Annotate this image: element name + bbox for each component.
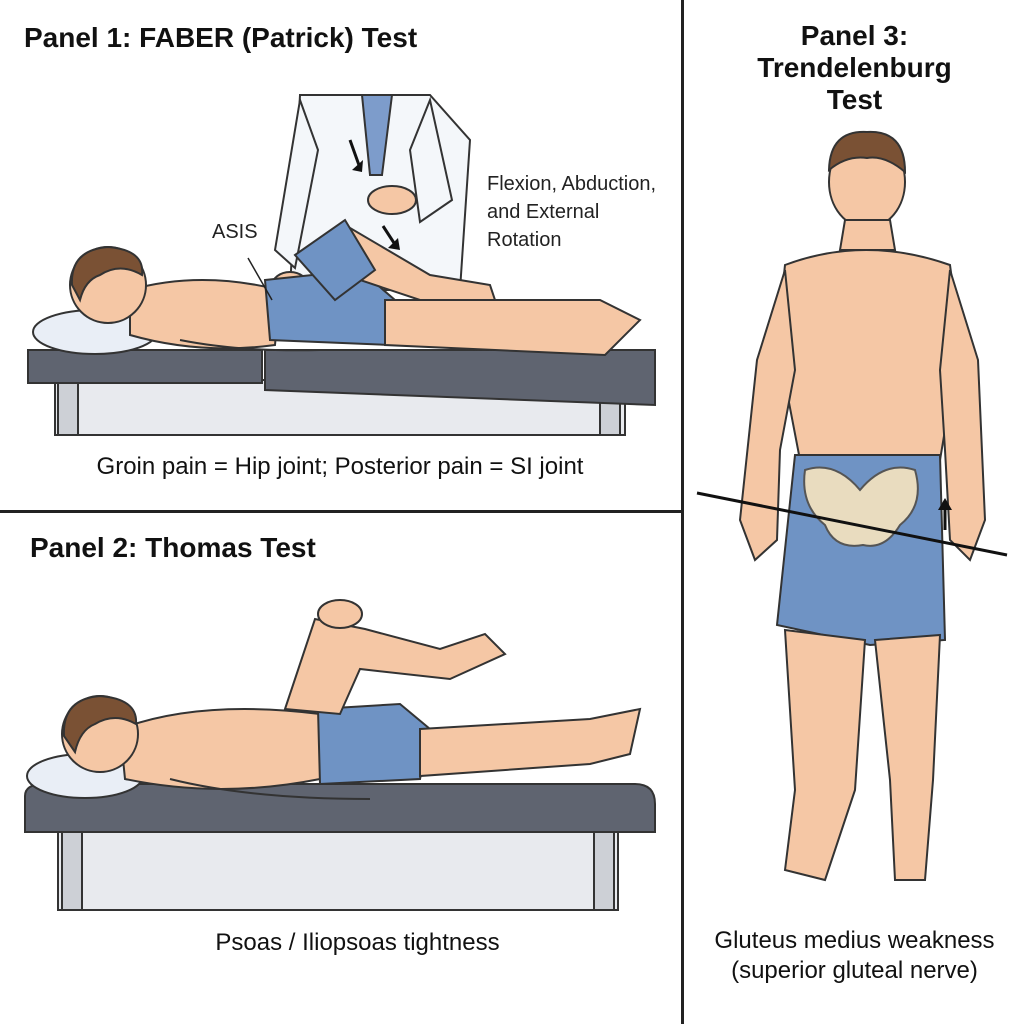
patient-figure (26, 599, 642, 800)
panel-3-title: Panel 3: Trendelenburg Test (685, 20, 1024, 117)
panel-3-caption-line: Gluteus medius weakness (714, 927, 995, 954)
horizontal-divider (0, 510, 681, 513)
panel-2-caption: Psoas / Iliopsoas tightness (215, 929, 500, 956)
patient-figure (32, 218, 642, 357)
panel-trendelenburg-test: Panel 3: Trendelenburg Test Gluteus medi… (685, 0, 1024, 1024)
panel-thomas-test: Panel 2: Thomas Test Psoas / Iliopsoas t… (0, 514, 680, 1024)
panel-3-caption: Gluteus medius weakness (superior glutea… (685, 926, 1024, 986)
panel-2-title: Panel 2: Thomas Test (30, 532, 316, 563)
vertical-divider (681, 0, 684, 1024)
motion-label-line: Flexion, Abduction, (487, 173, 656, 195)
panel-faber-test: Panel 1: FABER (Patrick) Test ASIS Flexi… (0, 0, 680, 510)
motion-label-line: and External (487, 201, 600, 223)
exam-table (24, 783, 656, 911)
panel-1-title: Panel 1: FABER (Patrick) Test (24, 22, 418, 53)
thomas-illustration (24, 599, 656, 911)
panel-1-caption: Groin pain = Hip joint; Posterior pain =… (96, 453, 584, 480)
exam-table (27, 349, 656, 436)
motion-label-line: Rotation (487, 229, 562, 251)
asis-label: ASIS (212, 221, 258, 243)
faber-illustration (27, 94, 656, 436)
panel-3-title-line: Trendelenburg (757, 52, 952, 84)
panel-3-title-line: Test (826, 84, 883, 116)
panel-3-title-line: Panel 3: (800, 20, 909, 51)
standing-figure (696, 130, 1008, 882)
motion-label: Flexion, Abduction, and External Rotatio… (487, 170, 656, 254)
panel-3-caption-line: (superior gluteal nerve) (731, 957, 978, 984)
trendelenburg-illustration (696, 130, 1008, 882)
